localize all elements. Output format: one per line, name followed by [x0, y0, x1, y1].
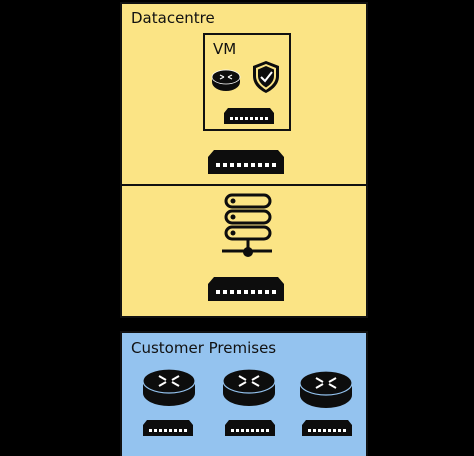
router-icon	[299, 370, 353, 408]
switch-icon	[143, 420, 193, 436]
vm-box	[203, 33, 291, 131]
switch-icon	[225, 420, 275, 436]
firewall-shield-icon	[253, 61, 279, 93]
switch-icon	[224, 108, 274, 124]
vm-label: VM	[213, 40, 237, 58]
datacentre-label: Datacentre	[131, 9, 215, 27]
server-stack-icon	[222, 193, 272, 257]
switch-icon	[208, 150, 284, 174]
router-icon	[211, 69, 241, 91]
switch-icon	[302, 420, 352, 436]
router-icon	[142, 368, 196, 406]
customer-premises-label: Customer Premises	[131, 339, 277, 357]
switch-icon	[208, 277, 284, 301]
router-icon	[222, 368, 276, 406]
